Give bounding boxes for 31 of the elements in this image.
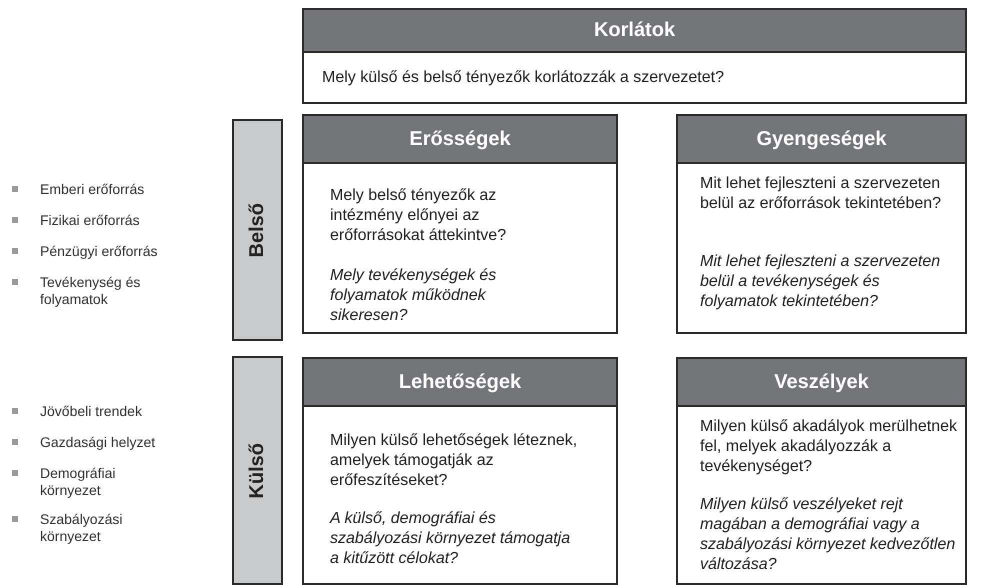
list-item: Demográfiai környezet [40,465,116,499]
list-item: Tevékenység és folyamatok [40,274,142,308]
italic-question-text: Mely tevékenységek és folyamatok működnek sikeresen? [330,266,498,326]
box-heading: Erősségek [304,116,616,164]
list-item: Jövőbeli trendek [40,403,143,420]
list-item: Fizikai erőforrás [40,212,141,229]
box-heading: Korlátok [304,10,965,53]
question-text: Milyen külső akadályok merülhetnek fel, melyek akadályozzák a tevékenységet? [700,417,958,477]
quadrant-box [676,114,967,334]
italic-question-text: A külső, demográfiai és szabályozási környezet támogatja a kitűzött célokat? [330,509,572,569]
question-text: Mit lehet fejleszteni a szervezeten belül az erőforrások tekintetében? [700,174,942,214]
box-heading: Gyengeségek [678,116,965,164]
box-heading: Lehetőségek [304,359,616,407]
box-heading: Veszélyek [678,359,965,407]
quadrant-box [302,114,618,334]
list-item: Emberi erőforrás [40,181,146,198]
list-item: Gazdasági helyzet [40,434,156,451]
side-bar [232,356,283,585]
side-bar [232,119,283,341]
quadrant-box [302,357,618,585]
question-text: Milyen külső lehetőségek léteznek, amelyek támogatják az erőfeszítéseket? [330,431,578,491]
side-label: Külső [246,442,269,498]
list-item: Szabályozási környezet [40,511,124,545]
list-item: Pénzügyi erőforrás [40,243,159,260]
italic-question-text: Mit lehet fejleszteni a szervezeten belül a tevékenységek és folyamatok tekintetében? [700,252,942,312]
question-text: Mely belső tényezők az intézmény előnyei az erőforrásokat áttekintve? [330,186,508,246]
quadrant-box [302,8,967,104]
side-label: Belső [246,202,269,258]
quadrant-box [676,357,967,585]
italic-question-text: Milyen külső veszélyeket rejt magában a demográfiai vagy a szabályozási környezet kedvezőtlen változása? [700,495,956,575]
question-text: Mely külső és belső tényezők korlátozzák a szervezetet? [322,68,725,88]
